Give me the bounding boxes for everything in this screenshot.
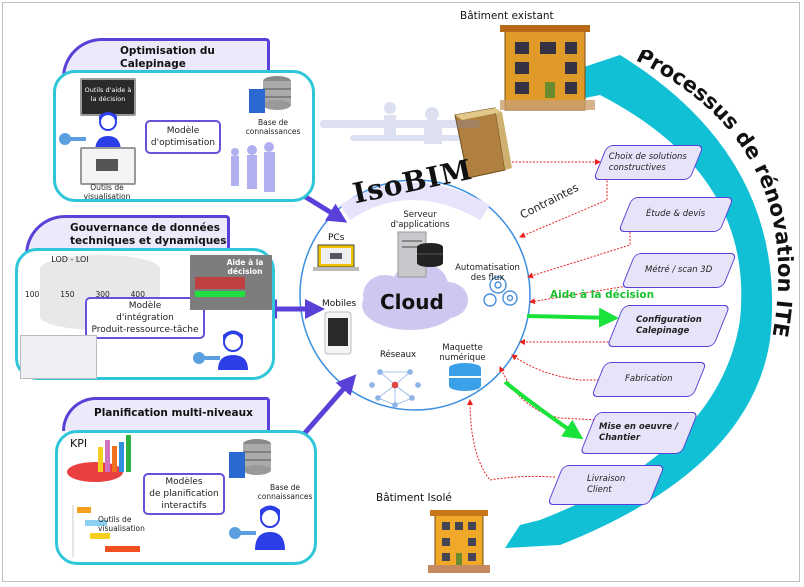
cloud-label: Cloud [380,290,444,314]
mobile-icon [324,311,352,355]
insulated-building-image [428,510,490,573]
user-avatar-icon [255,505,285,550]
label-line: Modèles [165,477,203,487]
label-line: Serveur [403,210,437,220]
label-line: d'applications [390,220,450,230]
background-people-image [320,102,480,144]
decision-arrow-config [526,307,619,328]
automation-label: Automatisation des flux [440,263,535,283]
gantt-chart-icon [65,505,147,560]
label-line: Outils de [90,183,124,192]
label-line: connaissances [257,492,313,501]
lod-level: 100 [25,290,40,299]
process-title: Processus de rénovation ITE [600,43,800,510]
decision-arrow-chantier [503,380,584,440]
planning-model-box[interactable]: Modèles de planification interactifs [143,473,225,515]
network-icon [369,369,421,408]
site-decision-image: Aide à la décision [190,255,272,310]
viz-tools-label: Outils de visualisation [72,183,142,201]
label-line: connaissances [245,127,301,136]
user-avatar-icon [218,330,248,370]
label-line: numérique [439,353,486,363]
lod-level: 400 [130,290,145,299]
key-icon [192,350,222,364]
panel-gouvernance-title: Gouvernance de données techniques et dyn… [70,222,227,248]
label-line: Maquette [442,343,483,353]
mobiles-label: Mobiles [322,299,357,309]
decision-tool-screen: Outils d'aide à la décision [80,78,136,116]
label-line: Automatisation [455,263,520,273]
kb-label: Base de connaissances [238,118,308,136]
insulated-building-label: Bâtiment Isolé [376,492,452,504]
panel-planification-title: Planification multi-niveaux [94,407,253,419]
connector-livraison-hub [467,399,556,481]
lod-level: 300 [95,290,110,299]
isobim-band [340,182,490,220]
lod-levels: 100 150 300 400 [25,290,145,300]
server-icon [397,231,443,278]
server-label: Serveur d'applications [385,210,455,230]
panel-optimisation-title: Optimisation du Calepinage [120,45,215,71]
label-line: visualisation [83,192,131,201]
lod-label: LOD - LOI [51,255,89,264]
title-line: Calepinage [120,58,186,70]
label-line: des flux [470,273,505,283]
label-line: d'optimisation [150,138,216,148]
label-line: Modèle [166,126,200,136]
integration-model-box[interactable]: Modèle d'intégration Produit-ressource-t… [85,297,205,339]
database-icon [449,363,481,391]
title-line: Optimisation du [120,45,215,57]
kpi-chart-icon [60,432,145,487]
key-icon [58,131,88,145]
kb-label: Base de connaissances [255,483,315,501]
insulation-package-image [454,107,512,179]
label-line: Base de [257,118,289,127]
viz-tools-label: Outils de visualisation [98,515,148,533]
svg-text:Processus de rénovation ITE: Processus de rénovation ITE [633,50,798,339]
knowledge-base-icon [225,438,273,483]
visualisation-tool-screen [80,147,136,185]
label-line: interactifs [161,501,207,511]
label-line: Base de [269,483,301,492]
user-avatar-icon [95,112,121,152]
label-line: de planification [149,489,219,499]
lod-level: 150 [60,290,75,299]
existing-building-image [500,25,595,111]
label-line: d'intégration [116,313,174,323]
existing-building-label: Bâtiment existant [460,10,554,22]
connector-mise-hub [499,366,599,421]
workflow-screenshot-image [20,335,97,379]
connector-fabrication-hub [511,354,620,381]
connector-etude-hub [527,232,631,279]
title-line: techniques et dynamiques [70,235,227,247]
laptop-icon [313,244,359,271]
decision-tool-label: Outils d'aide à la décision [84,86,132,103]
decision-image-label: Aide à la décision [226,258,264,276]
gears-icon [483,276,518,307]
knowledge-base-icon [245,75,293,117]
optimisation-model-box[interactable]: Modèle d'optimisation [145,120,221,154]
cloud-shape [362,263,468,330]
decision-support-label: Aide à la décision [550,289,655,301]
title-line: Gouvernance de données [70,222,220,234]
connector-choix-hub [519,177,608,238]
kpi-label: KPI [70,437,88,450]
panel-planification-tab [62,397,270,431]
label-line: Outils de [98,515,132,524]
label-line: Produit-ressource-tâche [91,325,199,335]
pcs-label: PCs [328,233,345,243]
process-ribbon [505,55,773,548]
reseaux-label: Réseaux [380,350,417,360]
label-line: visualisation [98,524,145,533]
stakeholders-icon [225,140,280,195]
key-icon [228,525,258,539]
maquette-label: Maquette numérique [430,343,495,363]
label-line: Modèle [128,301,162,311]
